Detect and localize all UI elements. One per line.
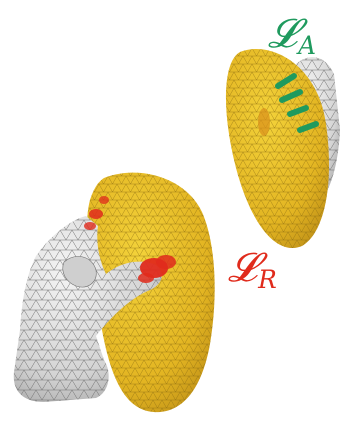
attraction-loss-subscript: A — [298, 31, 316, 60]
attraction-loss-symbol: 𝓛 — [268, 11, 297, 57]
repulsion-marker — [138, 273, 154, 283]
repulsion-loss-label: 𝓛R — [228, 248, 277, 293]
attraction-loss-label: 𝓛A — [268, 14, 316, 59]
repulsion-marker — [89, 209, 103, 219]
repulsion-marker — [156, 255, 176, 269]
repulsion-marker — [99, 196, 109, 204]
repulsion-loss-symbol: 𝓛 — [228, 245, 257, 291]
repulsion-loss-subscript: R — [258, 265, 277, 294]
repulsion-marker — [84, 222, 96, 230]
